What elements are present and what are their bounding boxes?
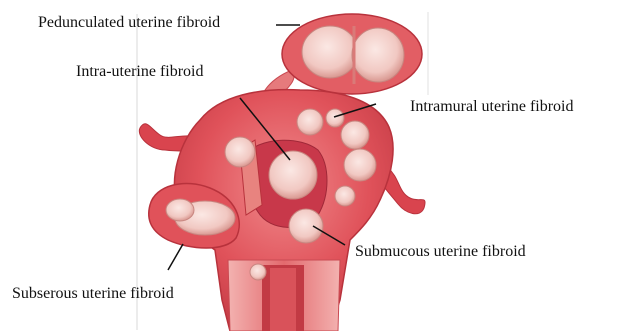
- intramural-fibroid-2: [326, 109, 344, 127]
- label-intra-uterine-fibroid: Intra-uterine fibroid: [76, 63, 204, 81]
- small-fibroid-neck: [250, 264, 266, 280]
- subserous-fibroid-lobe: [166, 199, 194, 221]
- label-pedunculated-uterine-fibroid: Pedunculated uterine fibroid: [38, 14, 220, 32]
- intra-uterine-fibroid: [269, 151, 317, 199]
- intramural-fibroid-6: [335, 186, 355, 206]
- intramural-fibroid-3: [341, 121, 369, 149]
- label-subserous-uterine-fibroid: Subserous uterine fibroid: [12, 285, 174, 303]
- intramural-fibroid-1: [297, 109, 323, 135]
- intramural-fibroid-5: [225, 137, 255, 167]
- label-submucous-uterine-fibroid: Submucous uterine fibroid: [355, 243, 526, 261]
- pedunculated-fibroid-core-right: [352, 28, 404, 82]
- leader-line-subserous: [168, 244, 183, 270]
- cervical-canal-inner: [270, 268, 296, 331]
- intramural-fibroid-4: [344, 149, 376, 181]
- submucous-fibroid: [289, 209, 323, 243]
- pedunculated-fibroid-core-left: [302, 26, 358, 78]
- label-intramural-uterine-fibroid: Intramural uterine fibroid: [410, 98, 574, 116]
